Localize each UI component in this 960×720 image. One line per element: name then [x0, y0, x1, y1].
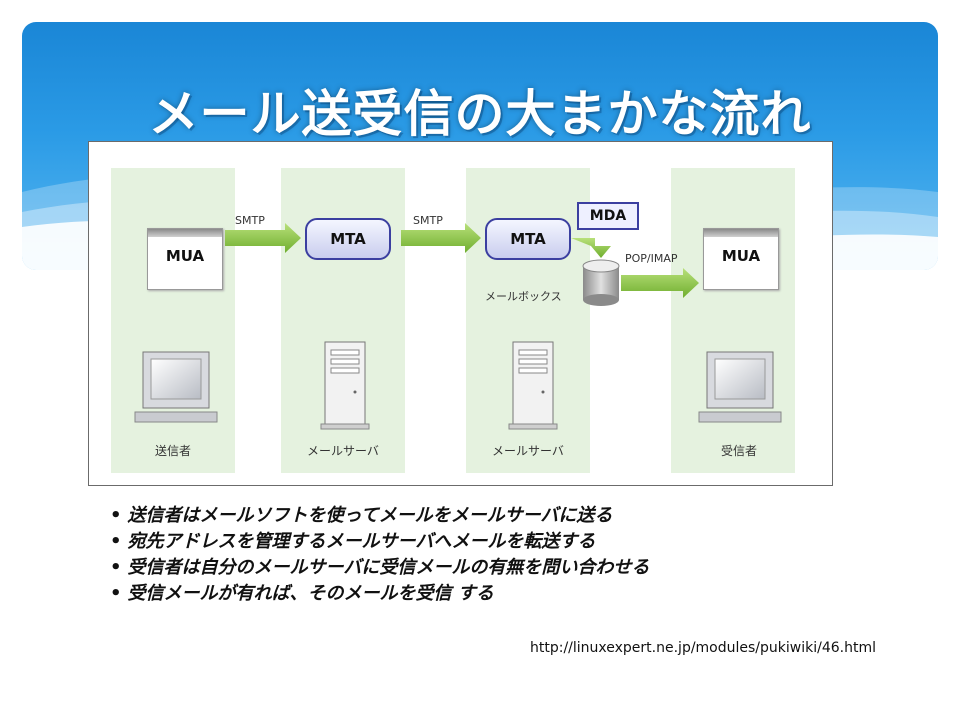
- mailbox-cylinder: [582, 259, 620, 306]
- bullet-list: •送信者はメールソフトを使ってメールをメールサーバに送る •宛先アドレスを管理す…: [110, 503, 830, 607]
- bullet-text: 送信者はメールソフトを使ってメールをメールサーバに送る: [127, 505, 613, 526]
- column-label-receiver: 受信者: [720, 444, 757, 458]
- list-item: •送信者はメールソフトを使ってメールをメールサーバに送る: [110, 503, 830, 529]
- list-item: •受信者は自分のメールサーバに受信メールの有無を問い合わせる: [110, 555, 830, 581]
- mailbox-label: メールボックス: [485, 290, 562, 303]
- mta-node-1: MTA: [305, 218, 391, 260]
- list-item: •受信メールが有れば、そのメールを受信 する: [110, 581, 830, 607]
- server-tower-icon: [508, 341, 558, 430]
- diagram-graphics: [134, 223, 782, 430]
- column-label-server-1: メールサーバ: [307, 444, 379, 458]
- pop-imap-arrow: [621, 268, 699, 298]
- bullet-text: 受信メールが有れば、そのメールを受信 する: [127, 583, 494, 604]
- mua-label: MUA: [721, 247, 761, 265]
- monitor-icon: [134, 351, 218, 423]
- mua-window-receiver: MUA: [703, 228, 779, 290]
- bullet-text: 受信者は自分のメールサーバに受信メールの有無を問い合わせる: [127, 557, 650, 578]
- column-label-sender: 送信者: [154, 444, 191, 458]
- smtp-label-1: SMTP: [235, 214, 265, 227]
- bullet-dot: •: [110, 583, 122, 604]
- mta-label: MTA: [510, 230, 546, 248]
- mua-window-sender: MUA: [147, 228, 223, 290]
- mda-down-arrow: [571, 238, 611, 258]
- mail-flow-diagram: MUA MTA MTA MDA MUA: [88, 141, 833, 486]
- bullet-dot: •: [110, 531, 122, 552]
- mta-node-2: MTA: [485, 218, 571, 260]
- bullet-text: 宛先アドレスを管理するメールサーバへメールを転送する: [127, 531, 596, 552]
- mda-label: MDA: [589, 208, 627, 224]
- server-tower-icon: [320, 341, 370, 430]
- mua-label: MUA: [165, 247, 205, 265]
- smtp-label-2: SMTP: [413, 214, 443, 227]
- bullet-dot: •: [110, 505, 122, 526]
- column-label-server-2: メールサーバ: [492, 444, 564, 458]
- mta-label: MTA: [330, 230, 366, 248]
- bullet-dot: •: [110, 557, 122, 578]
- list-item: •宛先アドレスを管理するメールサーバへメールを転送する: [110, 529, 830, 555]
- mda-box: MDA: [577, 202, 639, 230]
- monitor-icon: [698, 351, 782, 423]
- slide-title: メール送受信の大まかな流れ: [148, 85, 812, 143]
- pop-imap-label: POP/IMAP: [625, 252, 678, 265]
- smtp-arrow-1: [225, 223, 301, 253]
- source-url: http://linuxexpert.ne.jp/modules/pukiwik…: [530, 640, 876, 656]
- smtp-arrow-2: [401, 223, 481, 253]
